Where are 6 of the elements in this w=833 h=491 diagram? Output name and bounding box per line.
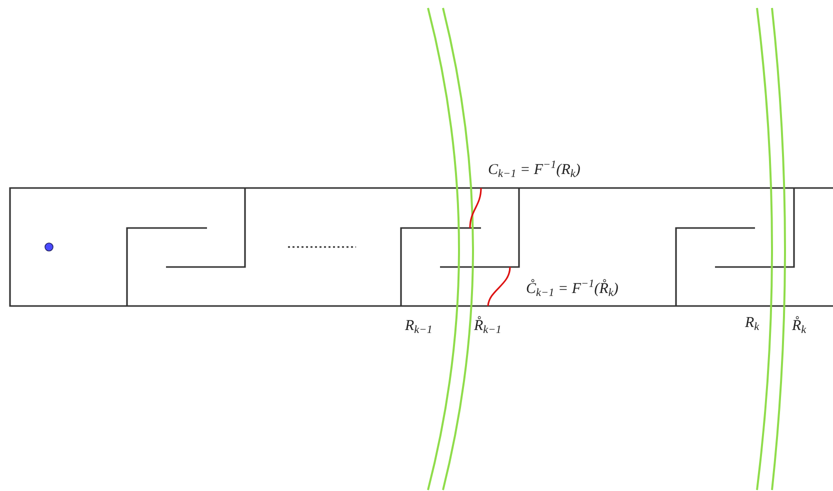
math-label: C$_{k−1}$ = F$^{−1}$(R$_{k}$) <box>488 160 580 180</box>
math-label: R̊$_{k}$ <box>792 316 806 336</box>
math-label: R$_{k−1}$ <box>405 317 432 336</box>
math-label: R$_{k}$ <box>745 314 760 333</box>
math-label: C̊$_{k−1}$ = F$^{−1}$(R̊$_{k}$) <box>526 279 618 299</box>
math-label: R̊$_{k−1}$ <box>474 316 502 336</box>
